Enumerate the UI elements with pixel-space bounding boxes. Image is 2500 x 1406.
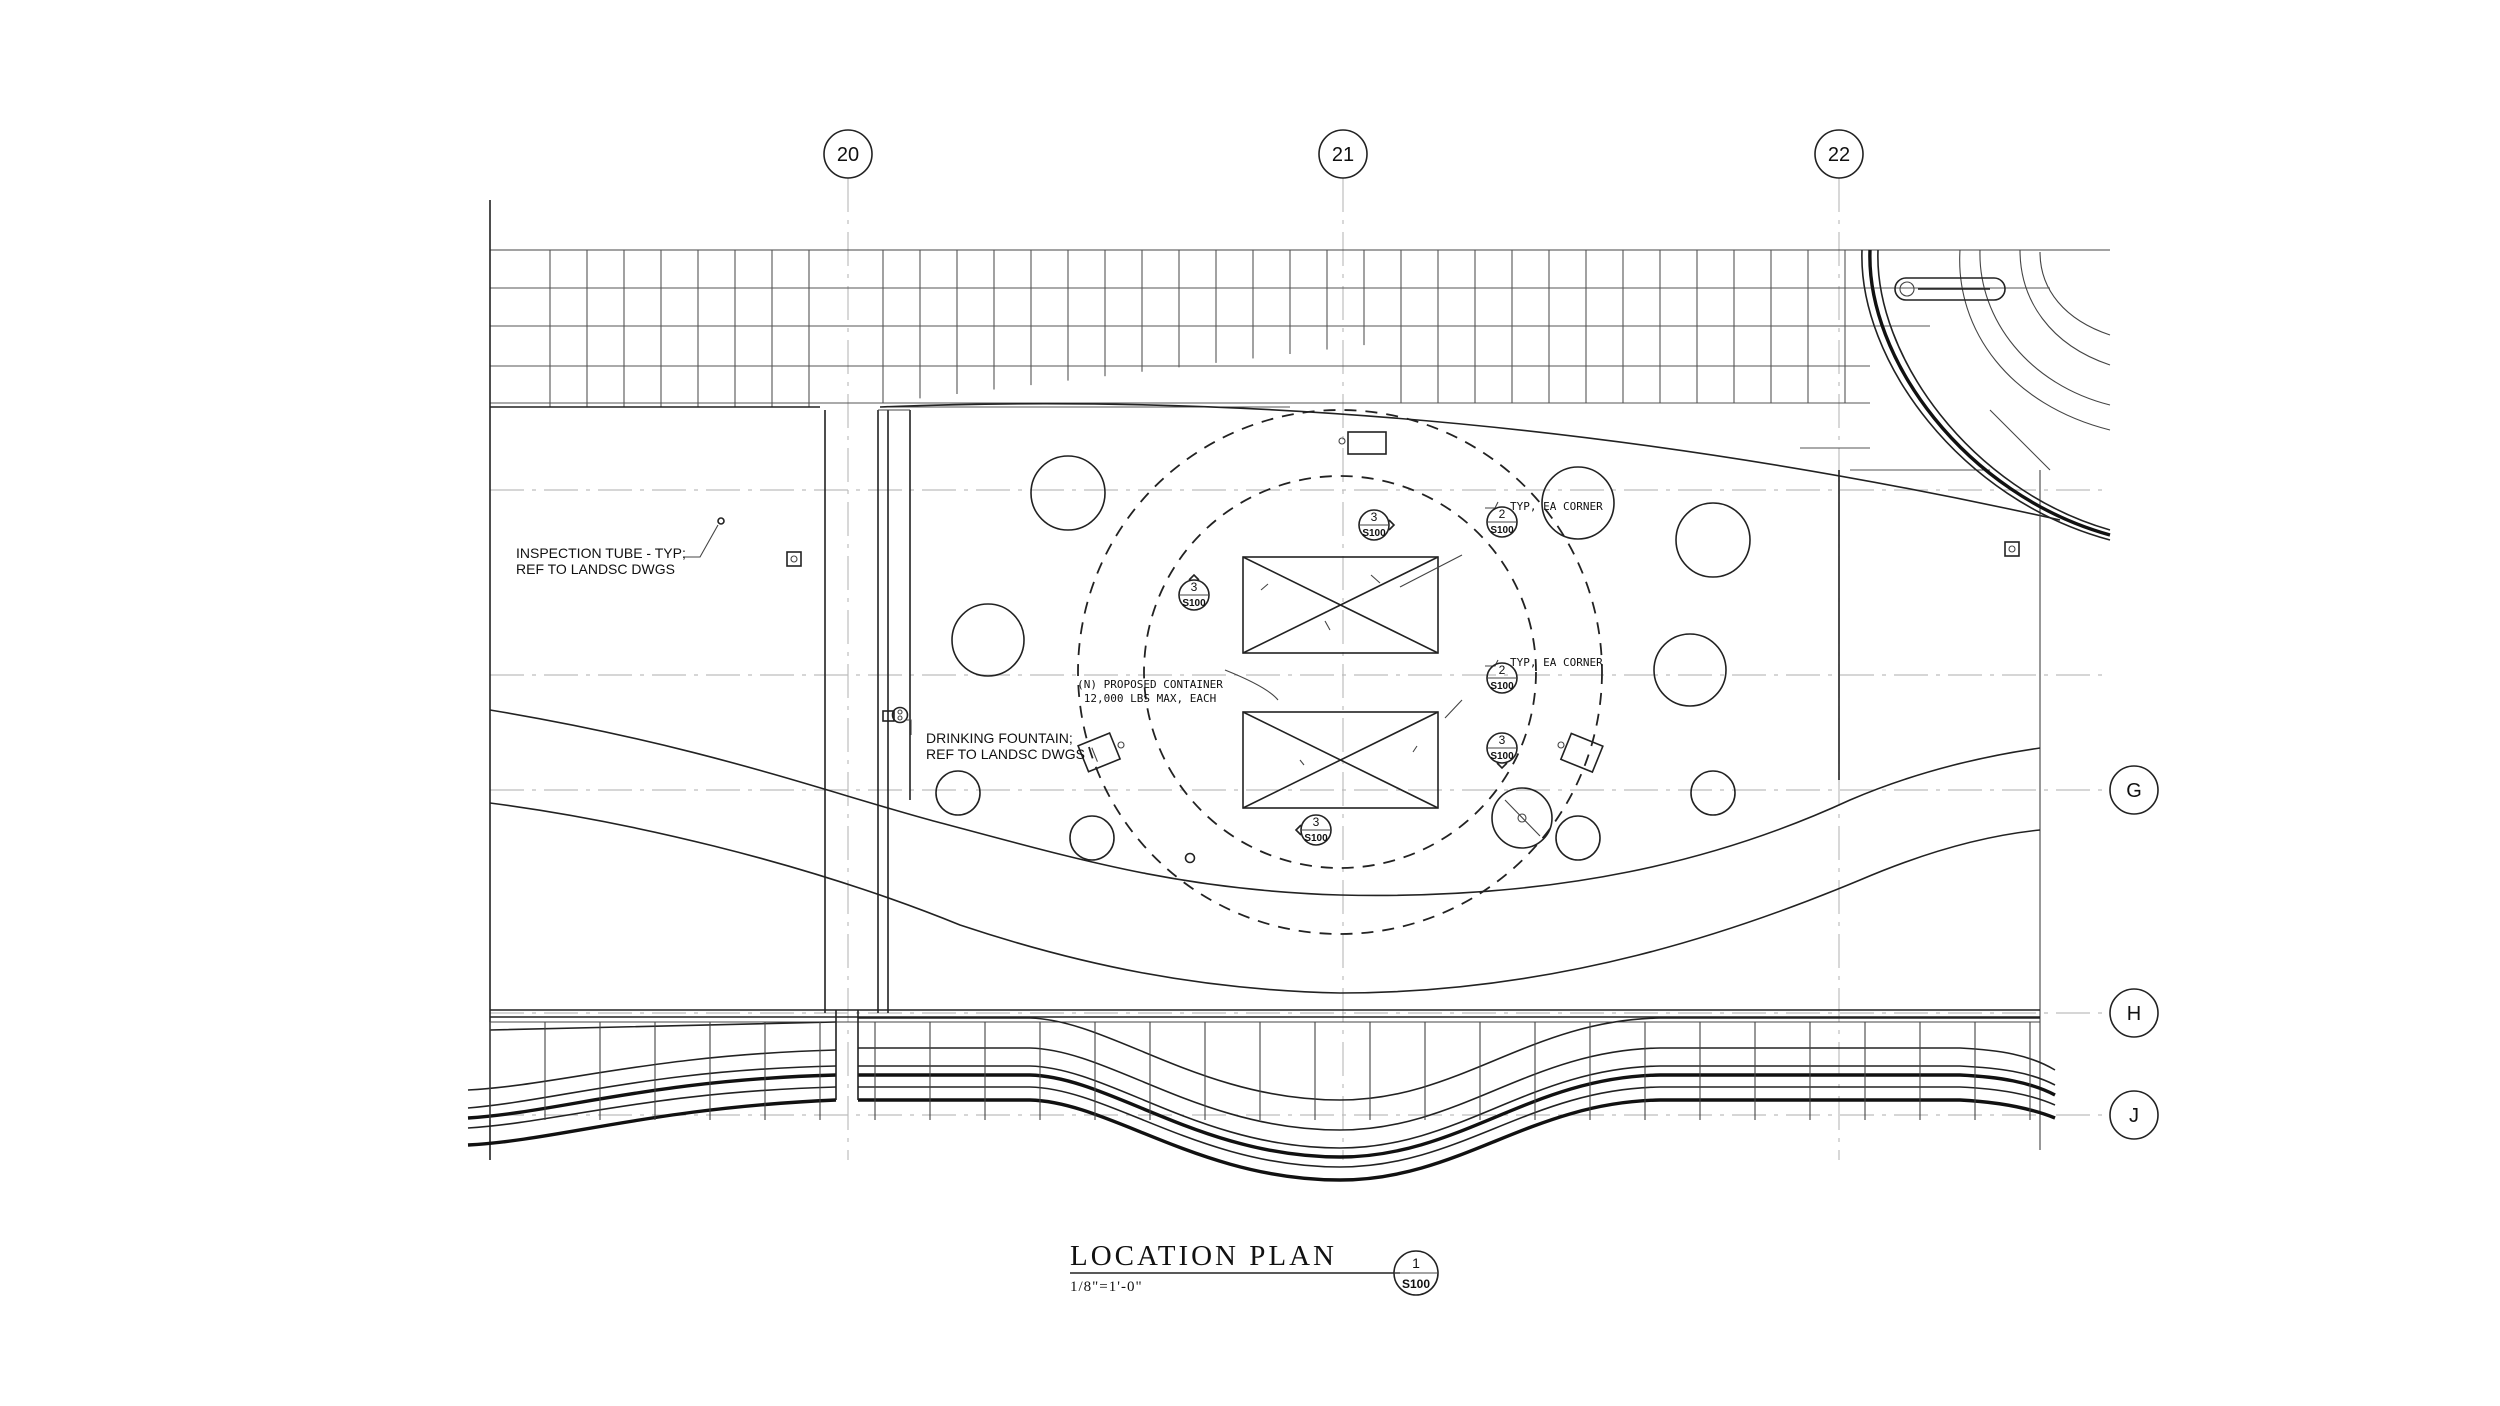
drinking-fountain-note: DRINKING FOUNTAIN; REF TO LANDSC DWGS xyxy=(926,730,1085,762)
walkway-curves xyxy=(489,709,2041,994)
grid-lines xyxy=(490,178,2110,1160)
leader-lines xyxy=(683,501,1499,735)
section-tag-a: 3 S100 xyxy=(1358,509,1396,541)
svg-text:S100: S100 xyxy=(1490,751,1514,762)
drinking-fountain-icon xyxy=(882,706,909,724)
svg-text:S100: S100 xyxy=(1362,528,1386,539)
container-lower xyxy=(1242,711,1439,809)
svg-text:12,000 LBS MAX, EACH: 12,000 LBS MAX, EACH xyxy=(1084,692,1216,705)
svg-text:3: 3 xyxy=(1499,733,1506,747)
bench-top xyxy=(1347,431,1387,455)
svg-text:REF TO LANDSC DWGS: REF TO LANDSC DWGS xyxy=(516,561,675,577)
svg-text:3: 3 xyxy=(1313,815,1320,829)
typ-corner-note-lower: TYP, EA CORNER xyxy=(1510,656,1603,669)
svg-text:INSPECTION TUBE - TYP;: INSPECTION TUBE - TYP; xyxy=(516,545,686,561)
drawing-title: LOCATION PLAN xyxy=(1070,1240,1337,1272)
svg-text:J: J xyxy=(2129,1105,2139,1127)
trees xyxy=(935,455,1751,861)
grid-bubble-20: 20 xyxy=(823,129,873,179)
tree xyxy=(1491,787,1553,849)
section-tag-e: 3 S100 xyxy=(1486,732,1518,770)
drawing-title-block: LOCATION PLAN 1/8"=1'-0" 1 S100 xyxy=(1070,1240,1439,1296)
svg-text:REF TO LANDSC DWGS: REF TO LANDSC DWGS xyxy=(926,746,1085,762)
round-structure xyxy=(1861,249,2111,541)
grid-bubble-j: J xyxy=(2109,1090,2159,1140)
dashed-radius-circles xyxy=(1077,409,1603,935)
section-tag-f: 3 S100 xyxy=(1294,814,1332,846)
grid-bubble-h: H xyxy=(2109,988,2159,1038)
svg-text:S100: S100 xyxy=(1490,681,1514,692)
site-features xyxy=(786,431,2020,864)
svg-text:2: 2 xyxy=(1499,507,1506,521)
svg-text:3: 3 xyxy=(1191,580,1198,594)
svg-text:1: 1 xyxy=(1412,1255,1420,1271)
tree xyxy=(1030,455,1106,531)
tree xyxy=(1653,633,1727,707)
svg-text:22: 22 xyxy=(1828,144,1850,166)
typ-corner-note-upper: TYP, EA CORNER xyxy=(1510,500,1603,513)
paving-grid xyxy=(490,249,2110,471)
tree xyxy=(1541,466,1615,540)
section-tag-b: 2 S100 xyxy=(1486,506,1518,538)
svg-text:DRINKING FOUNTAIN;: DRINKING FOUNTAIN; xyxy=(926,730,1073,746)
tree xyxy=(1675,502,1751,578)
section-tag-d: 2 S100 xyxy=(1486,662,1518,694)
svg-text:S100: S100 xyxy=(1402,1277,1430,1291)
inspection-tube-note: INSPECTION TUBE - TYP; REF TO LANDSC DWG… xyxy=(516,545,686,577)
container-upper xyxy=(1242,556,1439,654)
inspection-tube-icon xyxy=(786,551,802,567)
inspection-tube-icon-right xyxy=(2004,541,2020,557)
svg-text:(N) PROPOSED CONTAINER: (N) PROPOSED CONTAINER xyxy=(1077,678,1223,691)
grid-bubble-g: G xyxy=(2109,765,2159,815)
grid-bubble-21: 21 xyxy=(1318,129,1368,179)
site-boundary xyxy=(489,200,2061,1160)
grid-bubble-22: 22 xyxy=(1814,129,1864,179)
svg-text:S100: S100 xyxy=(1304,833,1328,844)
tree xyxy=(1555,815,1601,861)
tree xyxy=(951,603,1025,677)
svg-text:H: H xyxy=(2127,1003,2141,1025)
svg-text:3: 3 xyxy=(1371,510,1378,524)
svg-text:21: 21 xyxy=(1332,144,1354,166)
tree xyxy=(1069,815,1115,861)
tree xyxy=(1690,770,1736,816)
svg-text:S100: S100 xyxy=(1182,598,1206,609)
svg-text:20: 20 xyxy=(837,144,859,166)
tree xyxy=(935,770,981,816)
svg-text:S100: S100 xyxy=(1490,525,1514,536)
section-tag-c: 3 S100 xyxy=(1178,573,1210,611)
proposed-containers xyxy=(1242,556,1439,809)
drawing-number-tag: 1 S100 xyxy=(1393,1250,1439,1296)
bench-right xyxy=(1559,732,1604,774)
drawing-scale: 1/8"=1'-0" xyxy=(1070,1279,1143,1295)
svg-text:2: 2 xyxy=(1499,663,1506,677)
planter-railing xyxy=(467,1009,2056,1182)
container-note: (N) PROPOSED CONTAINER 12,000 LBS MAX, E… xyxy=(1077,678,1223,705)
bench-left xyxy=(1077,731,1122,773)
small-post xyxy=(1184,852,1196,864)
svg-text:G: G xyxy=(2126,780,2142,802)
